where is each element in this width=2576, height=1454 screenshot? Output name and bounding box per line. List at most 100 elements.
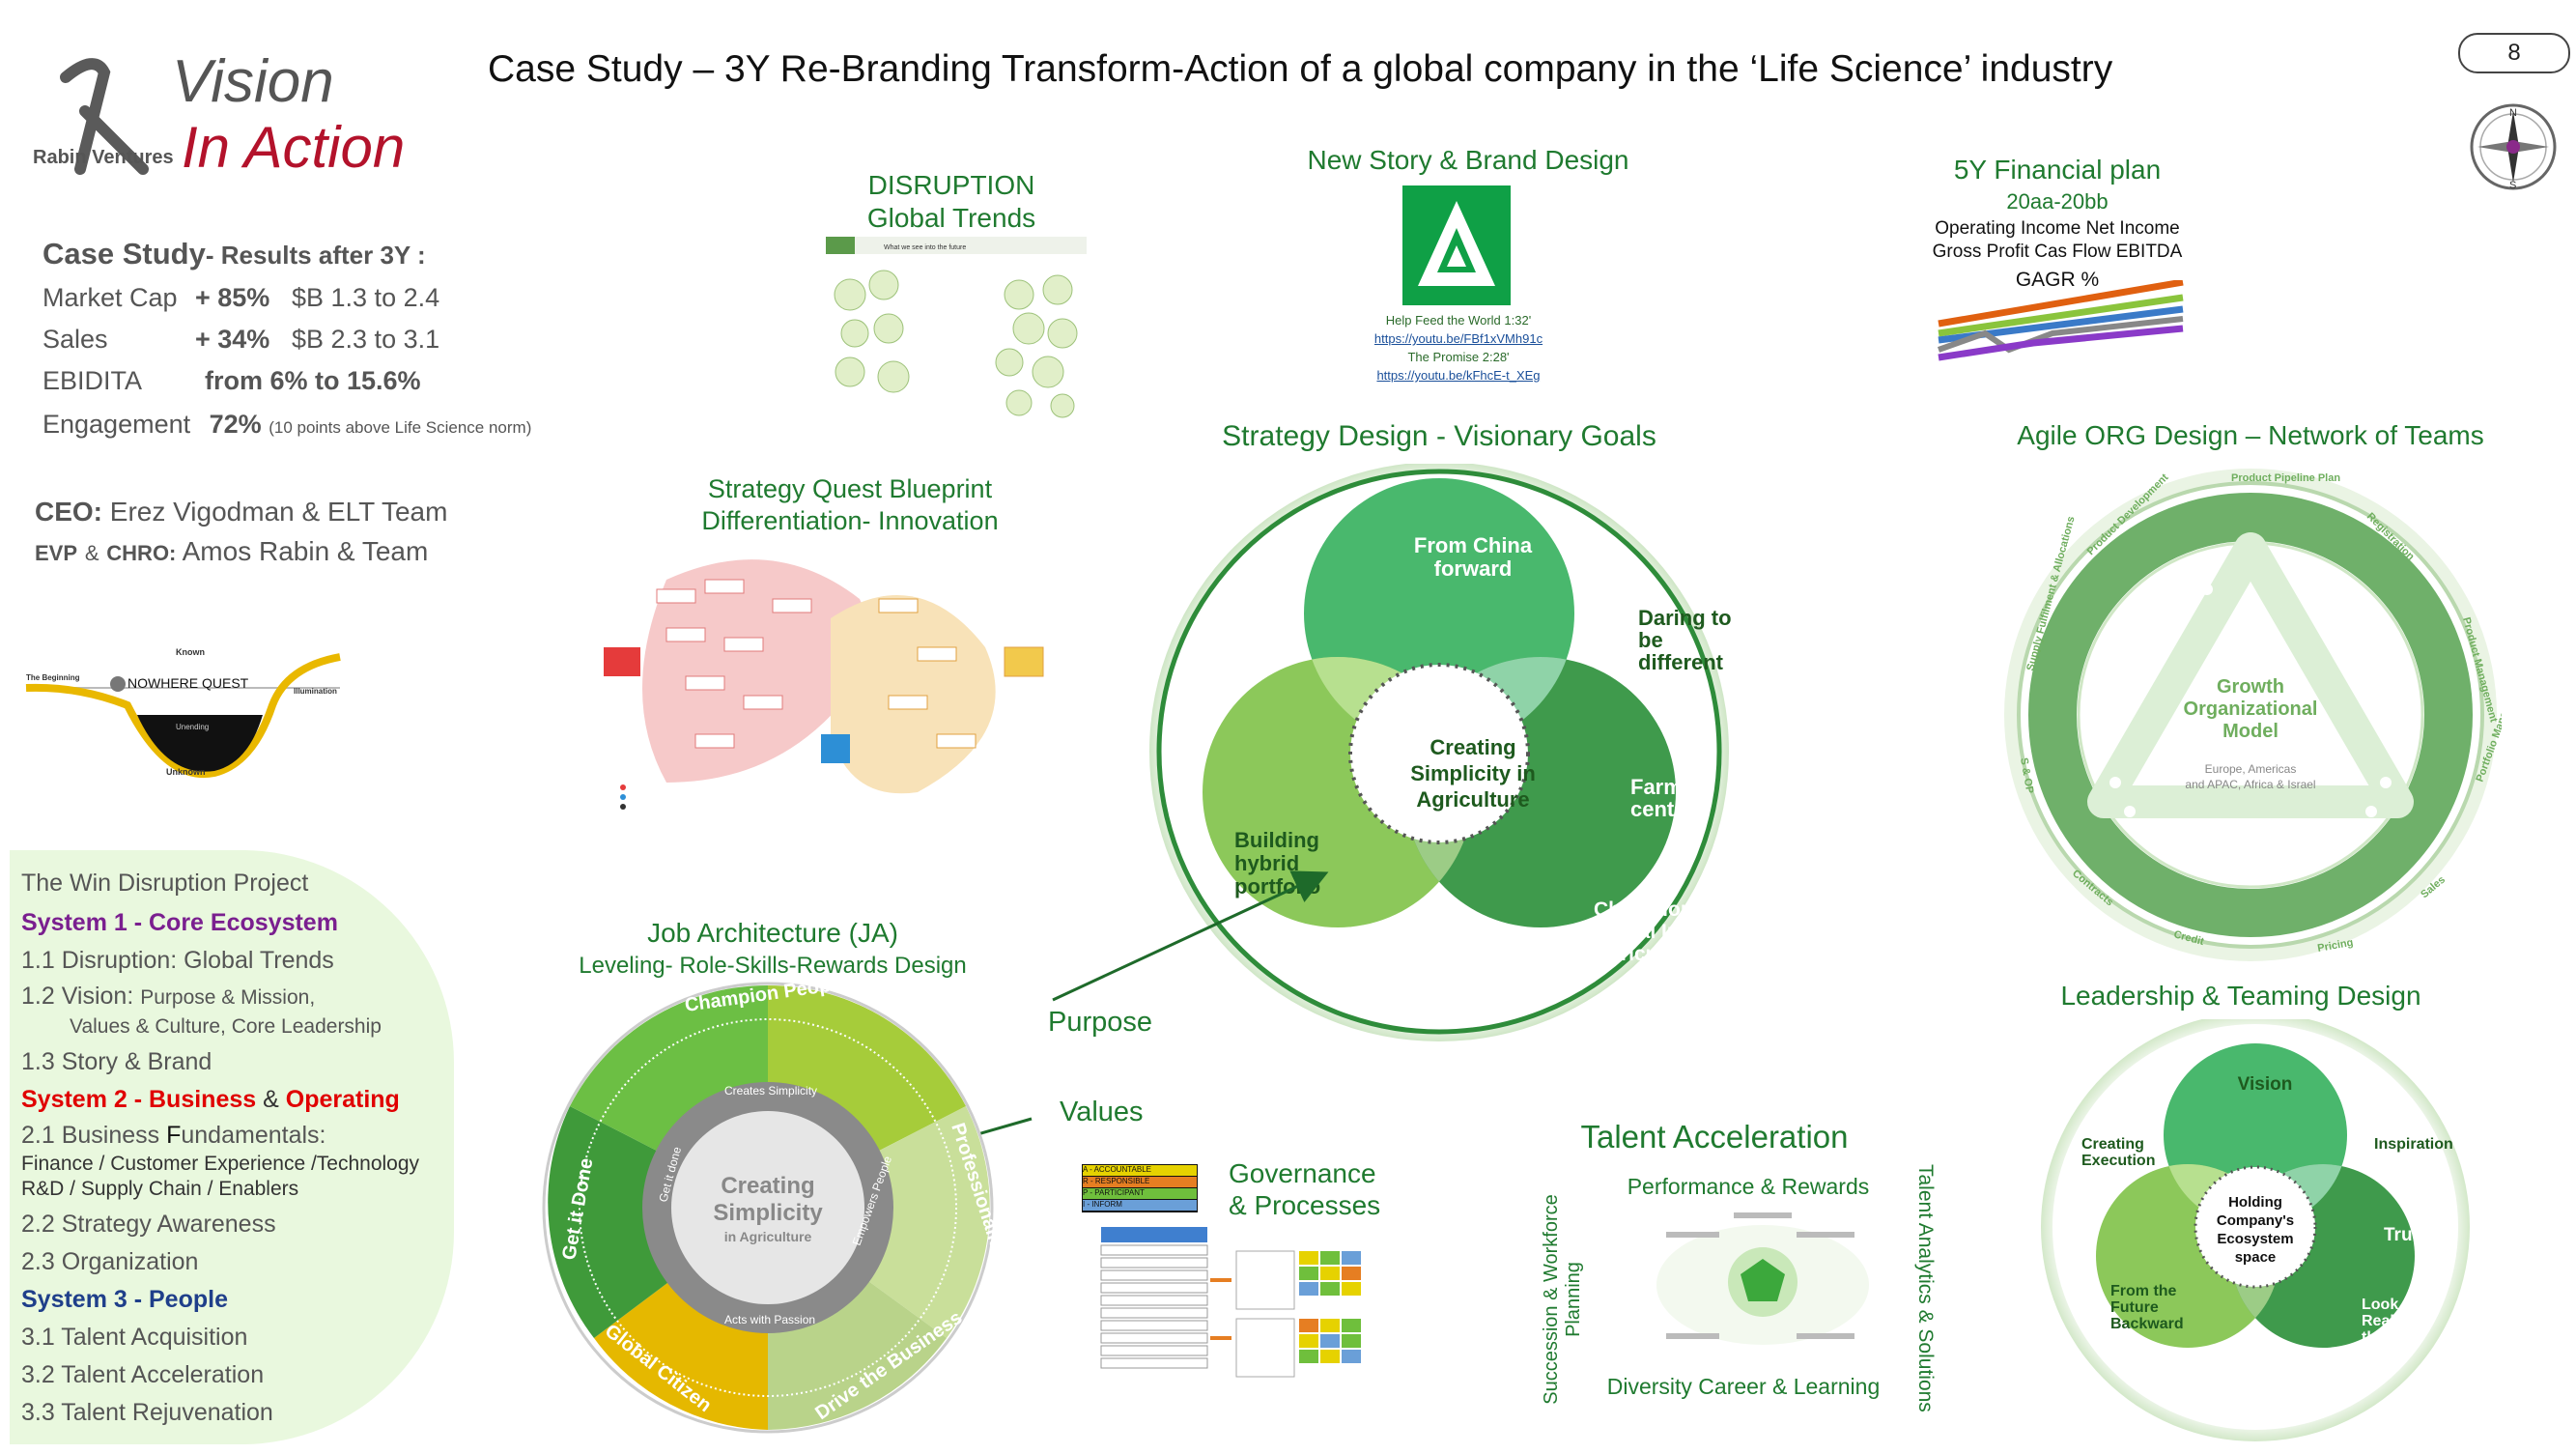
quest-end: Illumination [294, 687, 337, 696]
leadership-top-label: Vision [2237, 1074, 2293, 1095]
nowhere-quest-diagram: Known Unknown The Beginning NOWHERE QUES… [21, 628, 350, 783]
page-title: Case Study – 3Y Re-Branding Transform-Ac… [488, 48, 2113, 90]
disruption-title-line2: Global Trends [866, 203, 1036, 233]
ja-center-line3: in Agriculture [724, 1229, 812, 1244]
chro-value: Amos Rabin & Team [182, 536, 429, 566]
financial-gagr: GAGR % [2015, 269, 2100, 291]
ceo-label: CEO: [35, 497, 102, 527]
logo: Vision In Action Rabin Ventures [27, 34, 442, 180]
brand-video-link-2[interactable]: https://youtu.be/kFhcE-t_XEg [1376, 368, 1541, 383]
s2-item-1-b: F [166, 1122, 182, 1149]
compass-s: S [2509, 180, 2516, 191]
talent-left-label: Succession & Workforce Planning [1541, 1194, 1584, 1405]
values-label: Values [1060, 1097, 1144, 1127]
leadership-creating-label: Creating Execution [2081, 1136, 2156, 1169]
quest-start: The Beginning [26, 673, 80, 682]
s1-item-4: 1.3 Story & Brand [21, 1048, 212, 1075]
logo-in-action-text: In Action [182, 115, 405, 179]
financial-row2: Gross Profit Cas Flow EBITDA [1932, 242, 2183, 262]
financial-period: 20aa-20bb [2006, 189, 2109, 214]
financial-block: 5Y Financial plan 20aa-20bb Operating In… [1883, 155, 2231, 292]
leadership-venn-diagram [2028, 1012, 2473, 1449]
blueprint-thumbnail [599, 541, 1072, 821]
ebidita-label: EBIDITA [42, 366, 143, 395]
results-heading-main: Case Study [42, 237, 206, 271]
win-disruption-panel [10, 850, 454, 1444]
governance-title-line2: & Processes [1229, 1190, 1381, 1220]
global-trends-thumbnail: What we see into the future [826, 237, 1087, 425]
page-number: 8 [2507, 40, 2521, 66]
agile-center-line2: Organizational [2184, 698, 2318, 720]
results-heading: Case Study- Results after 3Y : [42, 237, 426, 271]
evp-amp: & [84, 541, 99, 565]
purpose-label: Purpose [1048, 1007, 1153, 1038]
governance-title-line1: Governance [1229, 1158, 1376, 1188]
s2-item-5: 2.3 Organization [21, 1248, 199, 1275]
governance-process-thumbnail [1096, 1222, 1386, 1386]
s2-item-3: R&D / Supply Chain / Enablers [21, 1178, 299, 1200]
s3-item-2: 3.2 Talent Acceleration [21, 1361, 265, 1388]
logo-vision-text: Vision [172, 48, 334, 115]
s1-item-3: Values & Culture, Core Leadership [70, 1015, 382, 1038]
s1-item-2-a: 1.2 Vision: [21, 983, 134, 1010]
ja-center-line2: Simplicity [713, 1200, 823, 1226]
results-row-engagement: Engagement 72% (10 points above Life Sci… [42, 410, 531, 440]
evp-label: EVP [35, 541, 78, 565]
brand-line1: Help Feed the World 1:32' [1385, 313, 1532, 328]
disruption-title: DISRUPTION Global Trends [831, 169, 1072, 235]
s2-item-1-c: undamentals: [181, 1122, 326, 1149]
sales-detail: $B 2.3 to 3.1 [292, 325, 440, 354]
ja-title: Job Architecture (JA) Leveling- Role-Ski… [541, 918, 1005, 980]
s2-item-4: 2.2 Strategy Awareness [21, 1211, 276, 1238]
system-2-heading: System 2 - Business & Operating [21, 1088, 419, 1112]
raci-a: A - ACCOUNTABLE [1083, 1165, 1197, 1176]
s1-item-2-b: Purpose & Mission, [140, 986, 316, 1009]
engagement-value: 72% [209, 410, 262, 439]
market-cap-change: + 85% [195, 283, 270, 312]
raci-p: P - PARTICIPANT [1083, 1188, 1197, 1199]
ja-inner-0: Creates Simplicity [724, 1084, 817, 1098]
strategy-center-label: Creating Simplicity in Agriculture [1410, 735, 1536, 812]
leadership-trust-label: Trust [2384, 1225, 2429, 1245]
financial-trend-lines [1937, 278, 2188, 362]
governance-title: Governance & Processes [1229, 1157, 1380, 1221]
talent-bottom-label: Diversity Career & Learning [1606, 1374, 1881, 1399]
quest-known: Known [176, 647, 205, 657]
talent-thumbnail [1642, 1203, 1883, 1367]
brand-links: Help Feed the World 1:32' https://youtu.… [1314, 311, 1603, 385]
s2-item-1-a: 2.1 Business [21, 1122, 167, 1149]
talent-title: Talent Acceleration [1580, 1119, 1849, 1155]
blueprint-title-line1: Strategy Quest Blueprint [707, 474, 993, 503]
s1-item-2: 1.2 Vision: Purpose & Mission, [21, 984, 419, 1009]
s2-item-2: Finance / Customer Experience /Technolog… [21, 1153, 420, 1175]
s1-item-1: 1.1 Disruption: Global Trends [21, 947, 334, 974]
chro-label: CHRO: [106, 541, 177, 565]
market-cap-detail: $B 1.3 to 2.4 [292, 283, 440, 312]
raci-r: R - RESPONSIBLE [1083, 1177, 1197, 1187]
quest-middle: NOWHERE QUEST [127, 675, 249, 691]
leadership-title: Leadership & Teaming Design [2060, 981, 2421, 1011]
brand-video-link-1[interactable]: https://youtu.be/FBf1xVMh91c [1373, 331, 1543, 346]
agile-org-wheel: Growth Organizational Model Europe, Amer… [1999, 464, 2523, 966]
disruption-title-line1: DISRUPTION [867, 170, 1035, 200]
agile-center-line3: Model [2222, 721, 2279, 742]
leadership-right-label: Look Reality in the eye [2362, 1297, 2431, 1346]
leadership-center-label: Holding Company's Ecosystem space [2216, 1194, 2295, 1266]
s2-amp: & [263, 1086, 279, 1113]
talent-right-label: Talent Analytics & Solutions [1914, 1164, 1937, 1412]
strategy-right-label: Champion Digital In Agriculture [1594, 898, 1703, 965]
system-3-heading: System 3 - People [21, 1286, 228, 1313]
logo-mark-icon: Vision In Action Rabin Ventures [33, 48, 405, 180]
financial-row1: Operating Income Net Income [1935, 218, 2180, 239]
s2-a: System 2 - Business [21, 1086, 257, 1113]
agile-sub-line2: and APAC, Africa & Israel [2185, 778, 2315, 791]
blueprint-title: Strategy Quest Blueprint Differentiation… [666, 473, 1033, 537]
financial-title: 5Y Financial plan [1953, 155, 2162, 185]
s3-item-3: 3.3 Talent Rejuvenation [21, 1399, 273, 1426]
sales-change: + 34% [195, 325, 270, 354]
engagement-label: Engagement [42, 410, 191, 439]
system-1-heading: System 1 - Core Ecosystem [21, 909, 338, 936]
raci-i: I - INFORM [1083, 1200, 1197, 1211]
ceo-line: CEO: Erez Vigodman & ELT Team [35, 497, 447, 527]
